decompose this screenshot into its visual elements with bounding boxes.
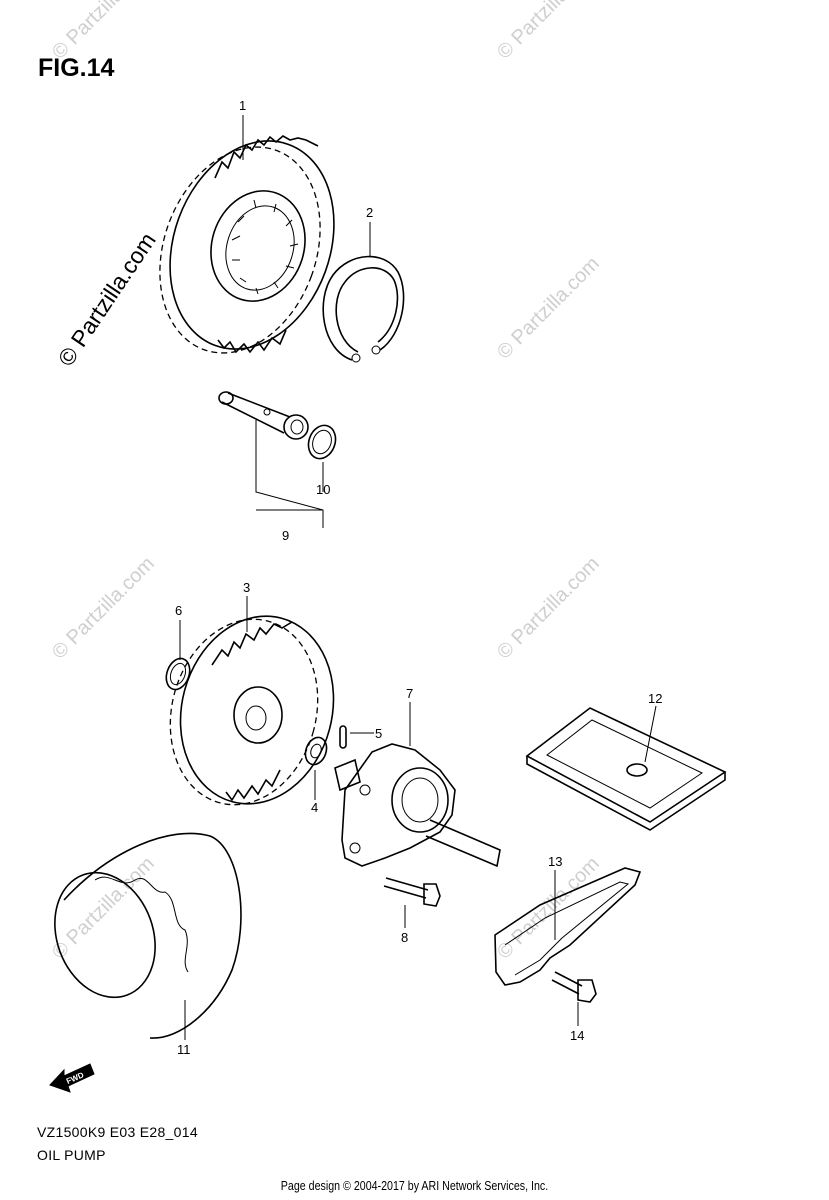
leader-lines	[179, 115, 657, 1040]
callout-13: 13	[548, 854, 562, 869]
part-7-oil-pump	[334, 743, 501, 868]
watermark-faint: © Partzilla.com	[493, 553, 604, 664]
callout-3: 3	[243, 580, 250, 595]
section-name: OIL PUMP	[37, 1147, 106, 1163]
callout-14: 14	[570, 1028, 584, 1043]
part-6-circlip	[165, 657, 191, 691]
callout-numbers: 1 2 3 4 5 6 7 8 9 10 11 12 13 14	[175, 98, 662, 1057]
watermark-faint: © Partzilla.com	[493, 853, 604, 964]
part-14-bolt	[551, 971, 597, 1003]
watermark-faint: © Partzilla.com	[493, 0, 604, 64]
part-12-oil-strainer	[525, 707, 727, 831]
callout-1: 1	[239, 98, 246, 113]
part-9-shaft	[218, 391, 309, 440]
watermark-faint: © Partzilla.com	[493, 253, 604, 364]
watermark-faint: © Partzilla.com	[48, 0, 159, 64]
callout-2: 2	[366, 205, 373, 220]
callout-8: 8	[401, 930, 408, 945]
callout-7: 7	[406, 686, 413, 701]
part-8-bolt	[383, 877, 441, 907]
watermark-faint: © Partzilla.com	[48, 853, 159, 964]
watermark-faint: © Partzilla.com	[48, 553, 159, 664]
callout-6: 6	[175, 603, 182, 618]
part-1-driven-gear	[159, 135, 335, 354]
copyright-notice: Page design © 2004-2017 by ARI Network S…	[280, 1178, 549, 1193]
fwd-arrow-icon: FWD	[49, 1063, 95, 1093]
part-5-pin	[339, 725, 347, 749]
part-2-circlip	[322, 255, 405, 363]
fwd-label: FWD	[65, 1070, 86, 1086]
part-11-oil-filter	[54, 832, 242, 1039]
model-code: VZ1500K9 E03 E28_014	[37, 1124, 198, 1140]
callout-11: 11	[177, 1042, 191, 1057]
callout-12: 12	[648, 691, 662, 706]
part-10-o-ring	[307, 424, 337, 460]
callout-10: 10	[316, 482, 330, 497]
callout-4: 4	[311, 800, 318, 815]
watermark-main: © Partzilla.com	[53, 228, 161, 371]
figure-title: FIG.14	[38, 54, 115, 82]
part-3-drive-gear	[169, 615, 335, 806]
callout-5: 5	[375, 726, 382, 741]
callout-9: 9	[282, 528, 289, 543]
part-4-washer	[304, 736, 328, 766]
part-13-bracket	[494, 867, 642, 986]
